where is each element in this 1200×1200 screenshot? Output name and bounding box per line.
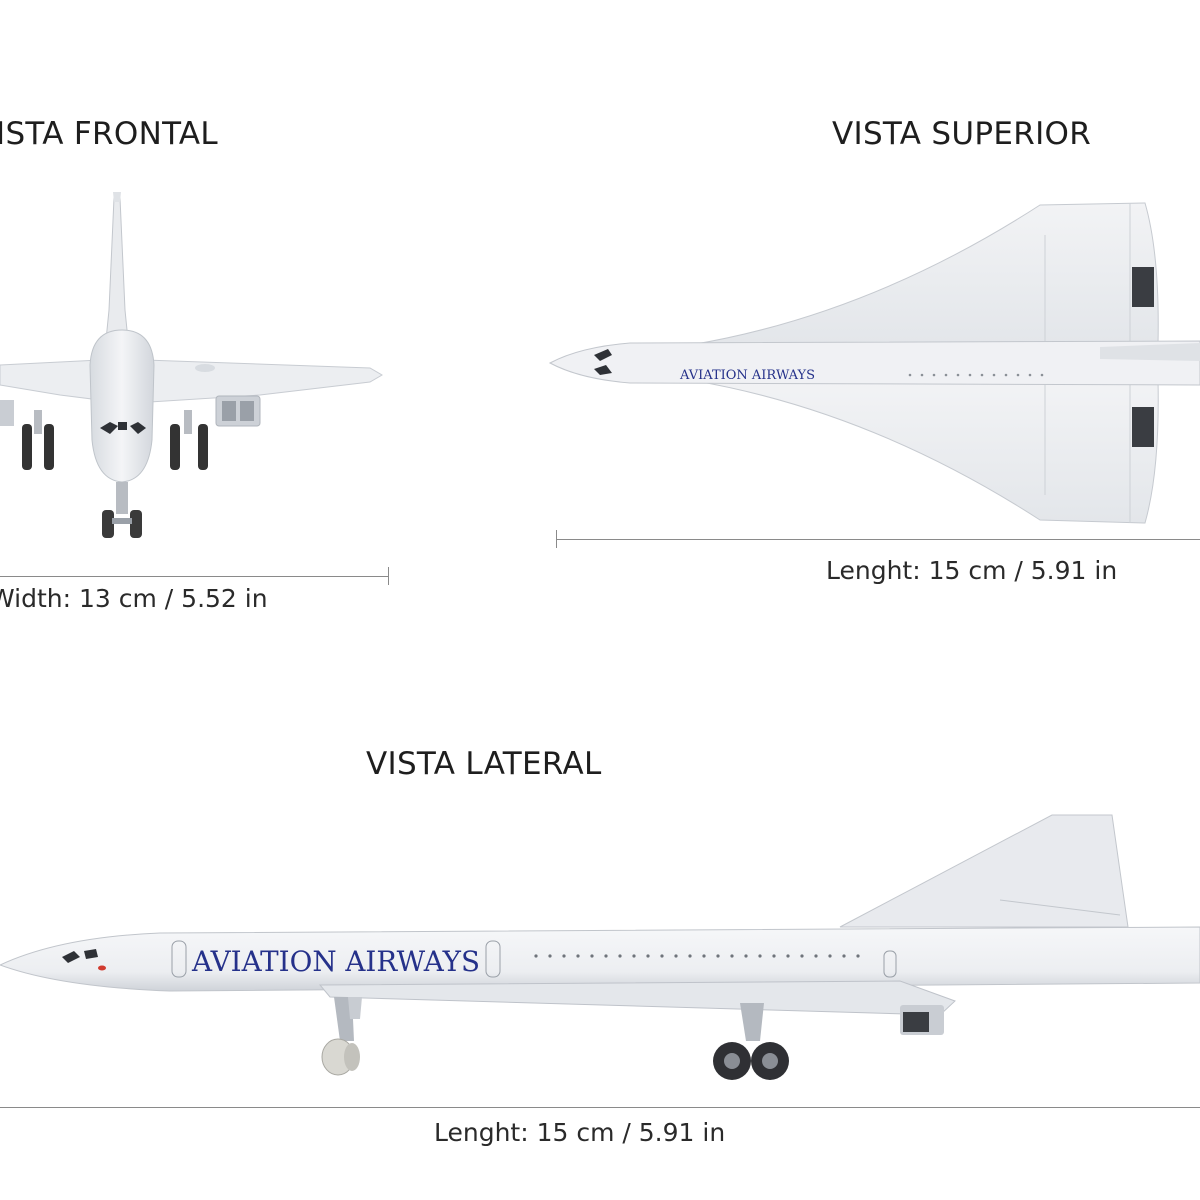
top-view-title: VISTA SUPERIOR (832, 116, 1092, 152)
front-view-aircraft-illustration (0, 192, 383, 538)
front-width-dimension-line (0, 576, 388, 577)
side-view-title: VISTA LATERAL (366, 746, 602, 782)
side-length-dimension-line (0, 1107, 1200, 1108)
top-view-aircraft-illustration: AVIATION AIRWAYS (548, 202, 1200, 524)
front-width-dimension-label: Width: 13 cm / 5.52 in (0, 584, 268, 613)
front-width-dimension-end-tick (388, 567, 389, 585)
side-view-aircraft-illustration: AVIATION AIRWAYS (0, 814, 1200, 1080)
top-length-dimension-line (556, 539, 1200, 540)
side-length-dimension-label: Lenght: 15 cm / 5.91 in (434, 1118, 726, 1147)
front-view-title: ISTA FRONTAL (0, 116, 218, 152)
top-view-livery-text: AVIATION AIRWAYS (679, 368, 815, 383)
side-view-livery-text: AVIATION AIRWAYS (191, 945, 480, 978)
top-length-dimension-label: Lenght: 15 cm / 5.91 in (826, 556, 1118, 585)
